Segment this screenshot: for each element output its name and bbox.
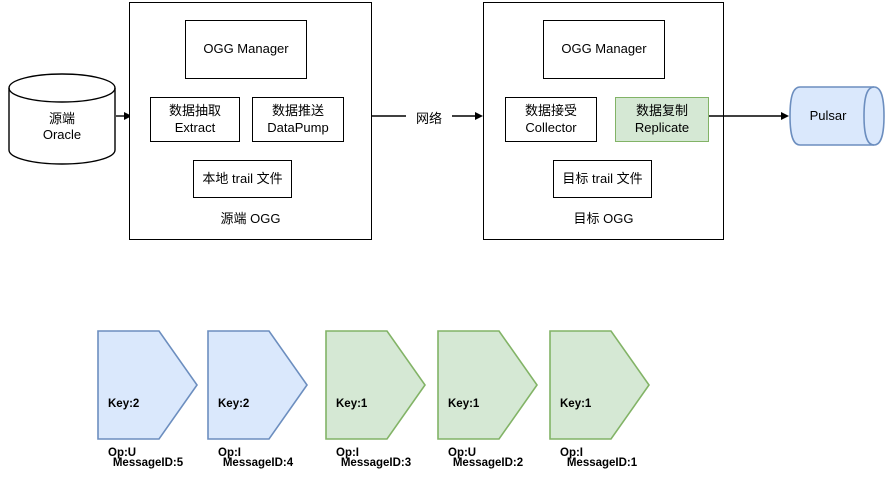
source-ogg-manager-box: OGG Manager	[185, 20, 307, 79]
message-1-op: Op:I	[560, 446, 583, 459]
message-5-id-label: MessageID:5	[112, 457, 184, 469]
replicate-box: 数据复制 Replicate	[615, 97, 709, 142]
connector-oracle-to-source-ogg	[116, 109, 132, 123]
message-pentagon-1: Key:1 Op:I State:00	[549, 330, 650, 459]
datapump-label-en: DataPump	[267, 119, 329, 135]
message-3-op: Op:I	[336, 446, 359, 459]
message-2-id-label: MessageID:2	[452, 457, 524, 469]
datapump-label-cn: 数据推送	[271, 103, 324, 119]
local-trail-file-label: 本地 trail 文件	[202, 170, 283, 186]
replicate-label-cn: 数据复制	[635, 103, 688, 119]
extract-box: 数据抽取 Extract	[150, 97, 240, 142]
pulsar-label: Pulsar	[809, 108, 847, 123]
extract-label-cn: 数据抽取	[168, 103, 221, 119]
target-trail-file-label: 目标 trail 文件	[562, 170, 643, 186]
source-db-name-cn: 源端	[48, 111, 75, 126]
target-ogg-manager-box: OGG Manager	[543, 20, 665, 79]
message-2-op: Op:U	[448, 446, 477, 459]
message-4-id-label: MessageID:4	[222, 457, 294, 469]
local-trail-file-box: 本地 trail 文件	[193, 160, 292, 198]
connector-replicate-to-pulsar	[709, 109, 789, 123]
collector-label-en: Collector	[525, 119, 577, 135]
message-3-id-label: MessageID:3	[340, 457, 412, 469]
source-oracle-cylinder: 源端 Oracle	[8, 73, 116, 165]
source-ogg-label: 源端 OGG	[220, 211, 281, 226]
message-5-key: Key:2	[108, 397, 140, 410]
message-1-id-label: MessageID:1	[566, 457, 638, 469]
source-ogg-manager-label: OGG Manager	[203, 41, 289, 57]
network-label: 网络	[406, 108, 452, 127]
message-2-key: Key:1	[448, 397, 480, 410]
pulsar-cylinder: Pulsar	[789, 86, 885, 146]
replicate-label-en: Replicate	[634, 119, 690, 135]
message-5-op: Op:U	[108, 446, 137, 459]
message-3-key: Key:1	[336, 397, 368, 410]
target-ogg-label: 目标 OGG	[573, 211, 634, 226]
message-1-key: Key:1	[560, 397, 592, 410]
collector-box: 数据接受 Collector	[505, 97, 597, 142]
message-pentagon-3: Key:1 Op:I State:02	[325, 330, 426, 459]
source-db-name-en: Oracle	[42, 127, 82, 143]
datapump-box: 数据推送 DataPump	[252, 97, 344, 142]
collector-label-cn: 数据接受	[524, 103, 577, 119]
message-4-key: Key:2	[218, 397, 250, 410]
message-4-op: Op:I	[218, 446, 241, 459]
message-pentagon-4: Key:2 Op:I State:00	[207, 330, 308, 459]
message-pentagon-5: Key:2 Op:U State:01	[97, 330, 198, 459]
target-trail-file-box: 目标 trail 文件	[553, 160, 652, 198]
message-pentagon-2: Key:1 Op:U State:01	[437, 330, 538, 459]
extract-label-en: Extract	[174, 119, 216, 135]
target-ogg-manager-label: OGG Manager	[561, 41, 647, 57]
